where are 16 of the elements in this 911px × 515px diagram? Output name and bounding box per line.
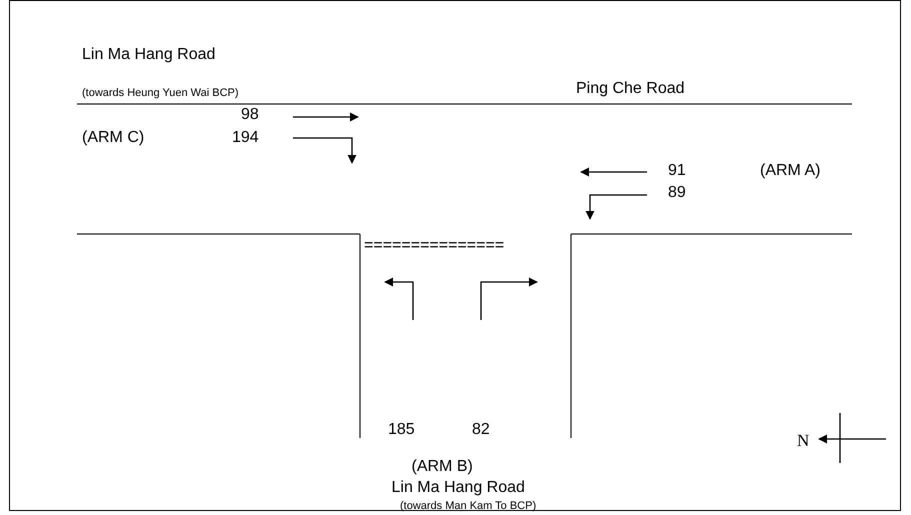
arm-label: (ARM A) — [760, 163, 820, 179]
stop-line-marking: =============== — [364, 238, 504, 254]
traffic-volume: 82 — [472, 422, 490, 438]
traffic-volume: 185 — [388, 422, 415, 438]
traffic-volume: 194 — [232, 130, 259, 146]
traffic-volume: 91 — [668, 163, 686, 179]
road-destination: (towards Man Kam To BCP) — [400, 501, 536, 512]
arm-label: (ARM B) — [412, 459, 473, 475]
traffic-volume: 98 — [241, 107, 259, 123]
road-name: Ping Che Road — [576, 81, 685, 97]
north-label: N — [797, 432, 810, 449]
arm-label: (ARM C) — [82, 130, 144, 146]
road-destination: (towards Heung Yuen Wai BCP) — [82, 88, 239, 99]
road-name: Lin Ma Hang Road — [392, 480, 525, 496]
traffic-volume: 89 — [668, 185, 686, 201]
road-name: Lin Ma Hang Road — [82, 47, 216, 63]
